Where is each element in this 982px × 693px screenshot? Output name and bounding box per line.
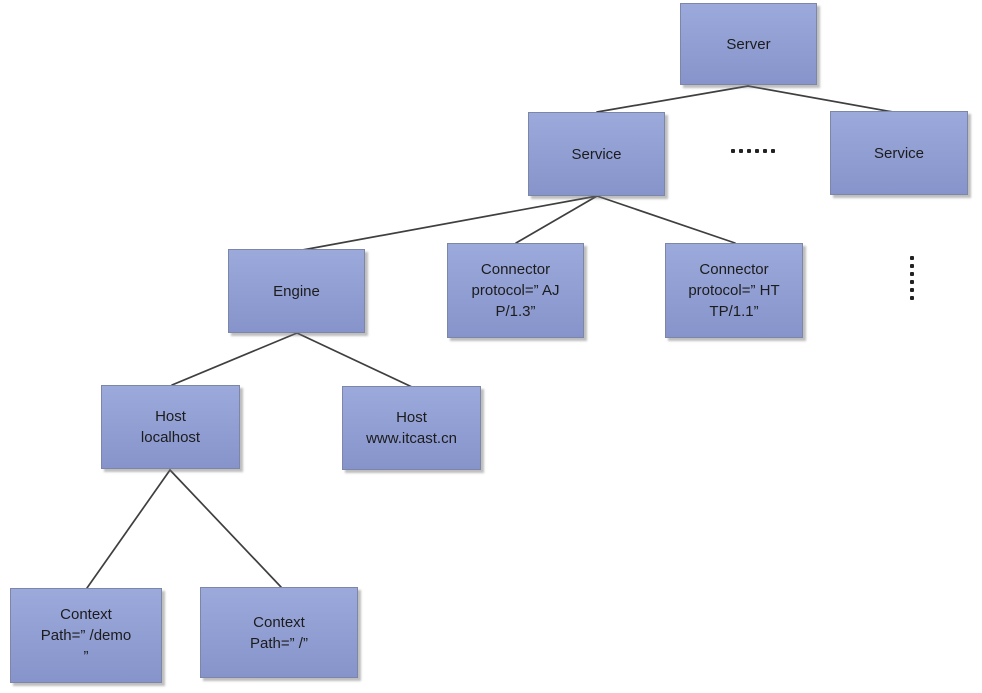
- node-service-2: Service: [830, 111, 968, 195]
- dot: [755, 149, 759, 153]
- dot: [731, 149, 735, 153]
- node-label: Connector: [699, 261, 769, 278]
- node-label: Context: [253, 613, 305, 631]
- dot: [910, 296, 914, 300]
- node-label: protocol=” HT: [688, 282, 780, 299]
- dot: [910, 288, 914, 292]
- edge-line: [86, 469, 171, 589]
- edge-line: [515, 195, 598, 244]
- node-label: www.itcast.cn: [366, 430, 457, 447]
- node-label: Path=” /”: [250, 634, 308, 652]
- edge-line: [171, 332, 298, 386]
- dot: [910, 280, 914, 284]
- node-label: TP/1.1”: [709, 303, 759, 320]
- node-host-localhost: Host localhost: [101, 385, 240, 469]
- edge-line: [596, 195, 736, 244]
- node-engine: Engine: [228, 249, 365, 333]
- edge-line: [296, 195, 598, 252]
- node-connector-http: Connector protocol=” HT TP/1.1”: [665, 243, 803, 338]
- edge-line: [596, 85, 749, 113]
- node-label: Path=” /demo: [40, 627, 132, 644]
- node-server: Server: [680, 3, 817, 85]
- node-label: Context: [60, 606, 112, 623]
- node-label: Host: [396, 409, 427, 426]
- edge-line: [747, 85, 894, 113]
- node-label: Service: [571, 145, 622, 163]
- dot: [910, 256, 914, 260]
- node-connector-ajp: Connector protocol=” AJ P/1.3”: [447, 243, 584, 338]
- node-label: localhost: [140, 429, 201, 446]
- dot: [910, 264, 914, 268]
- node-label: Engine: [273, 282, 320, 300]
- node-label: Host: [155, 408, 186, 425]
- node-label: ”: [83, 648, 89, 665]
- edge-line: [169, 469, 282, 588]
- node-service-1: Service: [528, 112, 665, 196]
- dot: [910, 272, 914, 276]
- node-label: Connector: [480, 261, 551, 278]
- dot: [763, 149, 767, 153]
- node-label: protocol=” AJ: [471, 282, 560, 299]
- ellipsis-horizontal: [731, 149, 775, 153]
- node-host-itcast: Host www.itcast.cn: [342, 386, 481, 470]
- node-label: Server: [726, 35, 771, 53]
- dot: [739, 149, 743, 153]
- dot: [747, 149, 751, 153]
- node-label: P/1.3”: [495, 303, 536, 320]
- dot: [771, 149, 775, 153]
- ellipsis-vertical: [910, 256, 914, 300]
- node-label: Service: [873, 144, 925, 162]
- edge-line: [296, 332, 413, 388]
